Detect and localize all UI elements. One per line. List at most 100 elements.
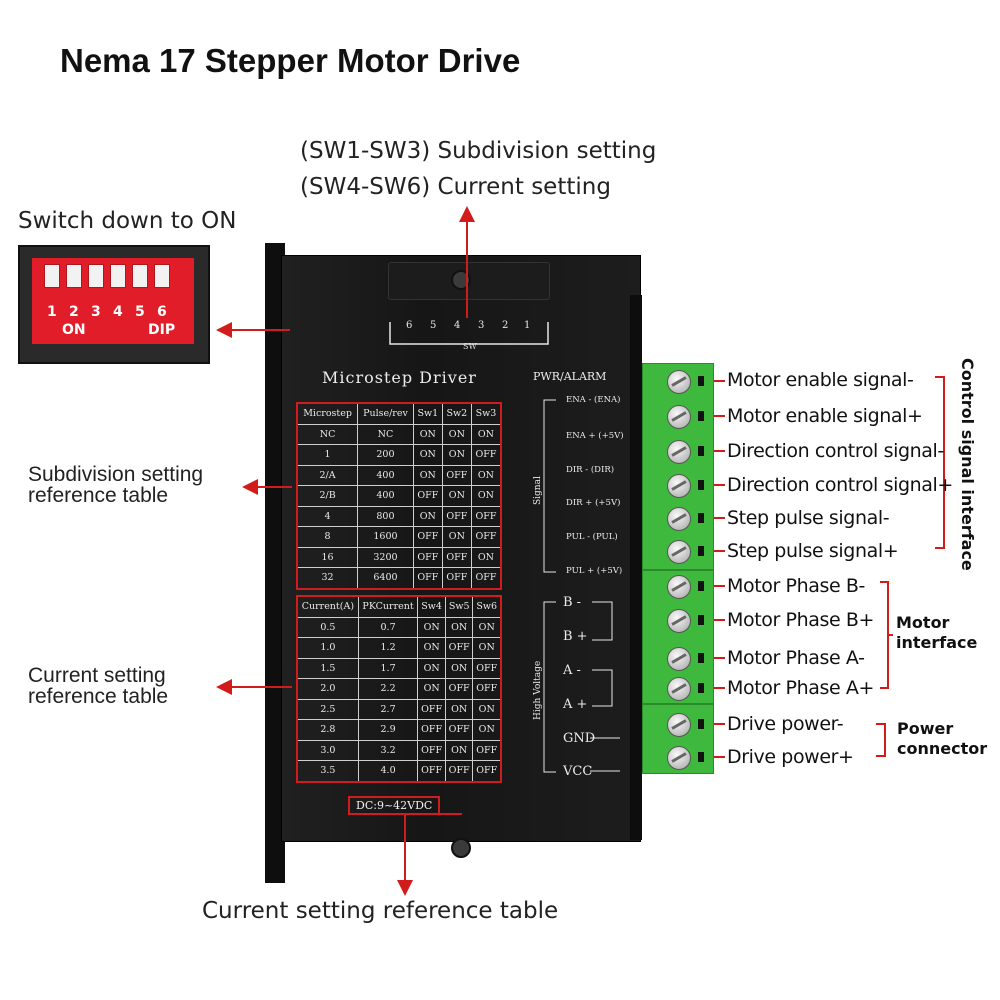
sw-number: 6 [406,320,413,331]
pin-label: DIR - (DIR) [566,465,615,475]
terminal-pin [698,615,704,625]
power-bracket [876,723,886,757]
sw-number: 2 [502,320,509,331]
power-pin-label: GND [563,731,596,746]
table-cell: ON [441,485,472,507]
terminal-label: Motor enable signal+ [727,405,923,427]
terminal-label: Motor Phase A+ [727,677,875,699]
dip-number: 3 [91,304,101,320]
table-cell: 6400 [357,567,414,589]
terminal-screw [667,575,691,599]
dip-number: 1 [47,304,57,320]
terminal-pin [698,683,704,693]
terminal-label: Motor enable signal- [727,369,914,391]
phase-label: A + [563,697,588,712]
terminal-screw [667,474,691,498]
current-note: (SW4-SW6) Current setting [300,174,611,200]
pin-label: ENA + (+5V) [566,431,624,441]
table-header: PKCurrent [357,595,419,618]
table-cell: 2.2 [357,678,419,700]
dip-switch-5 [132,264,148,288]
sw-bracket [389,322,549,345]
table-header: Sw6 [472,595,502,618]
switch-down-note: Switch down to ON [18,208,237,234]
table-cell: OFF [472,739,502,761]
terminal-pin [698,581,704,591]
phase-label: B - [563,595,582,610]
table-cell: OFF [472,760,502,782]
sw-number: 3 [478,320,485,331]
terminal-label: Step pulse signal+ [727,540,899,562]
terminal-pin [698,752,704,762]
bottom-note: Current setting reference table [202,898,559,924]
table-header: Sw3 [470,402,502,425]
terminal-screw [667,746,691,770]
terminal-screw [667,609,691,633]
dip-switch-2 [66,264,82,288]
control-bracket [935,376,945,549]
terminal-label: Drive power- [727,713,844,735]
mount-hole-bottom [451,838,471,858]
control-group-label: Control signal interface [958,358,977,571]
table-cell: ON [472,698,502,720]
subdivision-ref-line1: Subdivision setting [28,463,204,486]
table-cell: ON [441,423,472,445]
terminal-pin [698,719,704,729]
pin-label: DIR + (+5V) [566,498,621,508]
sw-number: 4 [454,320,461,331]
subdivision-ref-line2: reference table [28,484,169,507]
mounting-plate [265,243,285,883]
terminal-label: Motor Phase A- [727,647,865,669]
sw-number: 5 [430,320,437,331]
terminal-pin [698,446,704,456]
dip-switch-3 [88,264,104,288]
terminal-screw [667,713,691,737]
subdivision-note: (SW1-SW3) Subdivision setting [300,138,657,164]
terminal-screw [667,507,691,531]
coil-a [592,669,613,707]
table-header: Sw2 [441,402,472,425]
driver-title: Microstep Driver [322,368,477,387]
table-cell: OFF [441,464,472,486]
terminal-label: Drive power+ [727,746,854,768]
terminal-screw [667,677,691,701]
terminal-label: Direction control signal- [727,440,944,462]
motor-bracket [880,581,889,689]
hv-bracket [543,601,556,773]
power-group-line1: Power [897,719,954,738]
power-pin-label: VCC [563,764,593,779]
motor-group-line2: interface [896,633,978,652]
terminal-pin [698,546,704,556]
terminal-pin [698,411,704,421]
pin-label: PUL - (PUL) [566,532,618,542]
table-header: Current(A) [296,595,359,618]
dip-switch-6 [154,264,170,288]
table-cell: 4.0 [357,760,419,782]
terminal-pin [698,376,704,386]
pin-label: PUL + (+5V) [566,566,623,576]
table-cell: OFF [470,567,502,589]
dip-number: 5 [135,304,145,320]
dip-on-label: ON [62,322,86,338]
signal-bracket [543,399,556,573]
terminal-screw [667,405,691,429]
phase-label: B + [563,629,588,644]
table-cell: 3.5 [296,760,359,782]
table-header: Microstep [296,402,359,425]
driver-side-rail [630,295,642,840]
sw-number: 1 [524,320,531,331]
terminal-pin [698,653,704,663]
table-header-row: Microstep Pulse/rev Sw1 Sw2 Sw3 [296,402,502,425]
table-cell: ON [441,526,472,548]
